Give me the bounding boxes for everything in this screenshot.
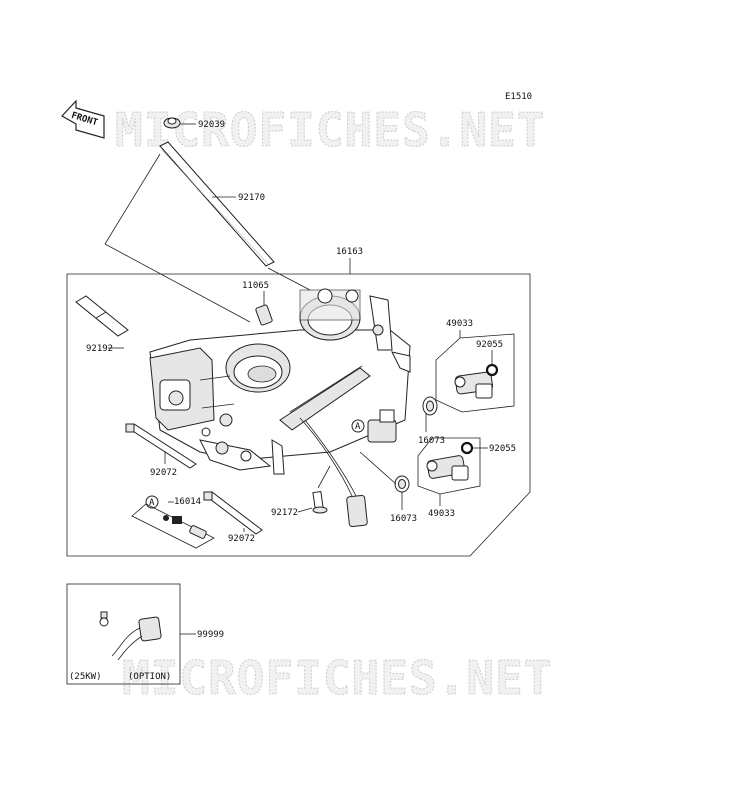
label-92072-left: 92072 (150, 468, 177, 478)
part-49033-injector-bottom (426, 455, 469, 481)
part-92072-tie-left (125, 423, 197, 469)
label-16073-top: 16073 (418, 436, 445, 446)
svg-text:A: A (355, 422, 361, 432)
label-99999: 99999 (197, 630, 224, 640)
label-92039: 92039 (198, 120, 225, 130)
label-92192: 92192 (86, 344, 113, 354)
part-49033-injector-top (454, 371, 494, 399)
label-92055-top: 92055 (476, 340, 503, 350)
diagram-code: E1510 (505, 92, 532, 102)
watermark-bottom: MICROFICHES.NET (122, 651, 552, 705)
label-16163: 16163 (336, 247, 363, 257)
ref-mark-a-2: A (145, 495, 159, 509)
svg-text:A: A (149, 498, 155, 508)
part-92072-tie-bottom (203, 491, 263, 535)
label-92072-bottom: 92072 (228, 534, 255, 544)
part-92055-oring-bottom (460, 441, 474, 455)
ref-mark-a-1: A (351, 419, 365, 433)
part-92170-strap (159, 141, 275, 267)
label-16073-bottom: 16073 (390, 514, 417, 524)
part-92172-screw (312, 490, 328, 514)
option-note: (OPTION) (128, 672, 171, 682)
part-92039-bolt (163, 117, 181, 129)
front-arrow-icon: FRONT (61, 99, 105, 139)
label-49033-bottom: 49033 (428, 509, 455, 519)
group-16014 (131, 503, 215, 549)
label-92055-bottom: 92055 (489, 444, 516, 454)
option-variant: (25KW) (69, 672, 102, 682)
part-99999-coupler (99, 611, 162, 661)
label-16014: 16014 (174, 497, 201, 507)
part-92055-oring-top (485, 363, 499, 377)
label-11065: 11065 (242, 281, 269, 291)
label-92172: 92172 (271, 508, 298, 518)
part-11065-plug (255, 304, 273, 326)
watermark-top: MICROFICHES.NET (115, 103, 545, 157)
part-92192-hose (75, 295, 129, 337)
part-16014-sensor (163, 515, 207, 539)
assembly-box (66, 273, 531, 557)
group-49033-top (435, 333, 515, 413)
label-49033-top: 49033 (446, 319, 473, 329)
label-92170: 92170 (238, 193, 265, 203)
throttle-body (149, 288, 411, 528)
